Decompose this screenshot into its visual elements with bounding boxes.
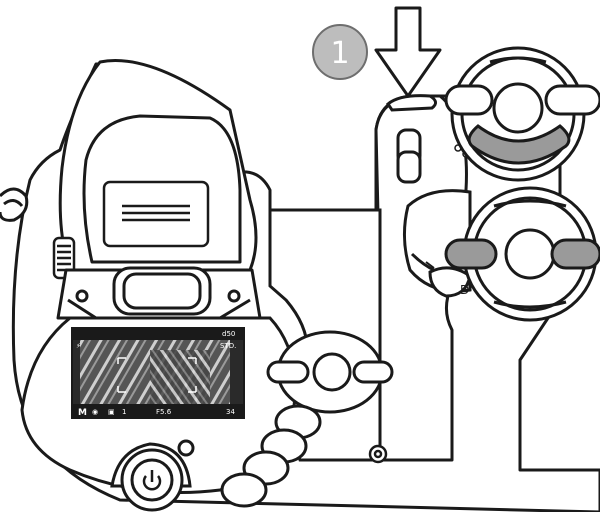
lcd-monitor: d50 ⚡ STD. M ◉ ▣ 1 F5.6 34 <box>71 327 245 419</box>
lcd-exposure-count: 34 <box>226 408 235 416</box>
eyecup <box>56 266 262 320</box>
viewfinder-window <box>102 180 210 248</box>
down-key-highlight <box>467 124 571 165</box>
lcd-fraction: 1 <box>122 408 126 416</box>
access-lamp <box>368 444 388 464</box>
step-badge: 1 <box>312 24 368 80</box>
lcd-quality: STD. <box>220 342 236 350</box>
svg-text:D: D <box>460 283 469 297</box>
shutter-button[interactable] <box>386 94 437 112</box>
controller-detail-left-right <box>444 186 600 322</box>
lcd-top-right: d50 <box>222 330 235 338</box>
left-key-highlight <box>444 238 498 270</box>
strap-ring: D <box>428 266 472 298</box>
lcd-mode: M <box>78 408 87 418</box>
drive-icon: ▣ <box>108 408 115 416</box>
down-arrow-icon <box>374 6 442 98</box>
strap-lug <box>0 187 29 222</box>
step-number: 1 <box>330 36 349 71</box>
rear-controller[interactable] <box>266 330 394 414</box>
right-key-highlight <box>550 238 600 270</box>
metering-icon: ◉ <box>92 408 98 416</box>
flash-icon: ⚡ <box>76 342 81 350</box>
power-icon <box>142 470 162 491</box>
lcd-aperture: F5.6 <box>156 408 172 416</box>
controller-detail-down <box>444 46 600 182</box>
function-buttons[interactable] <box>220 404 322 508</box>
